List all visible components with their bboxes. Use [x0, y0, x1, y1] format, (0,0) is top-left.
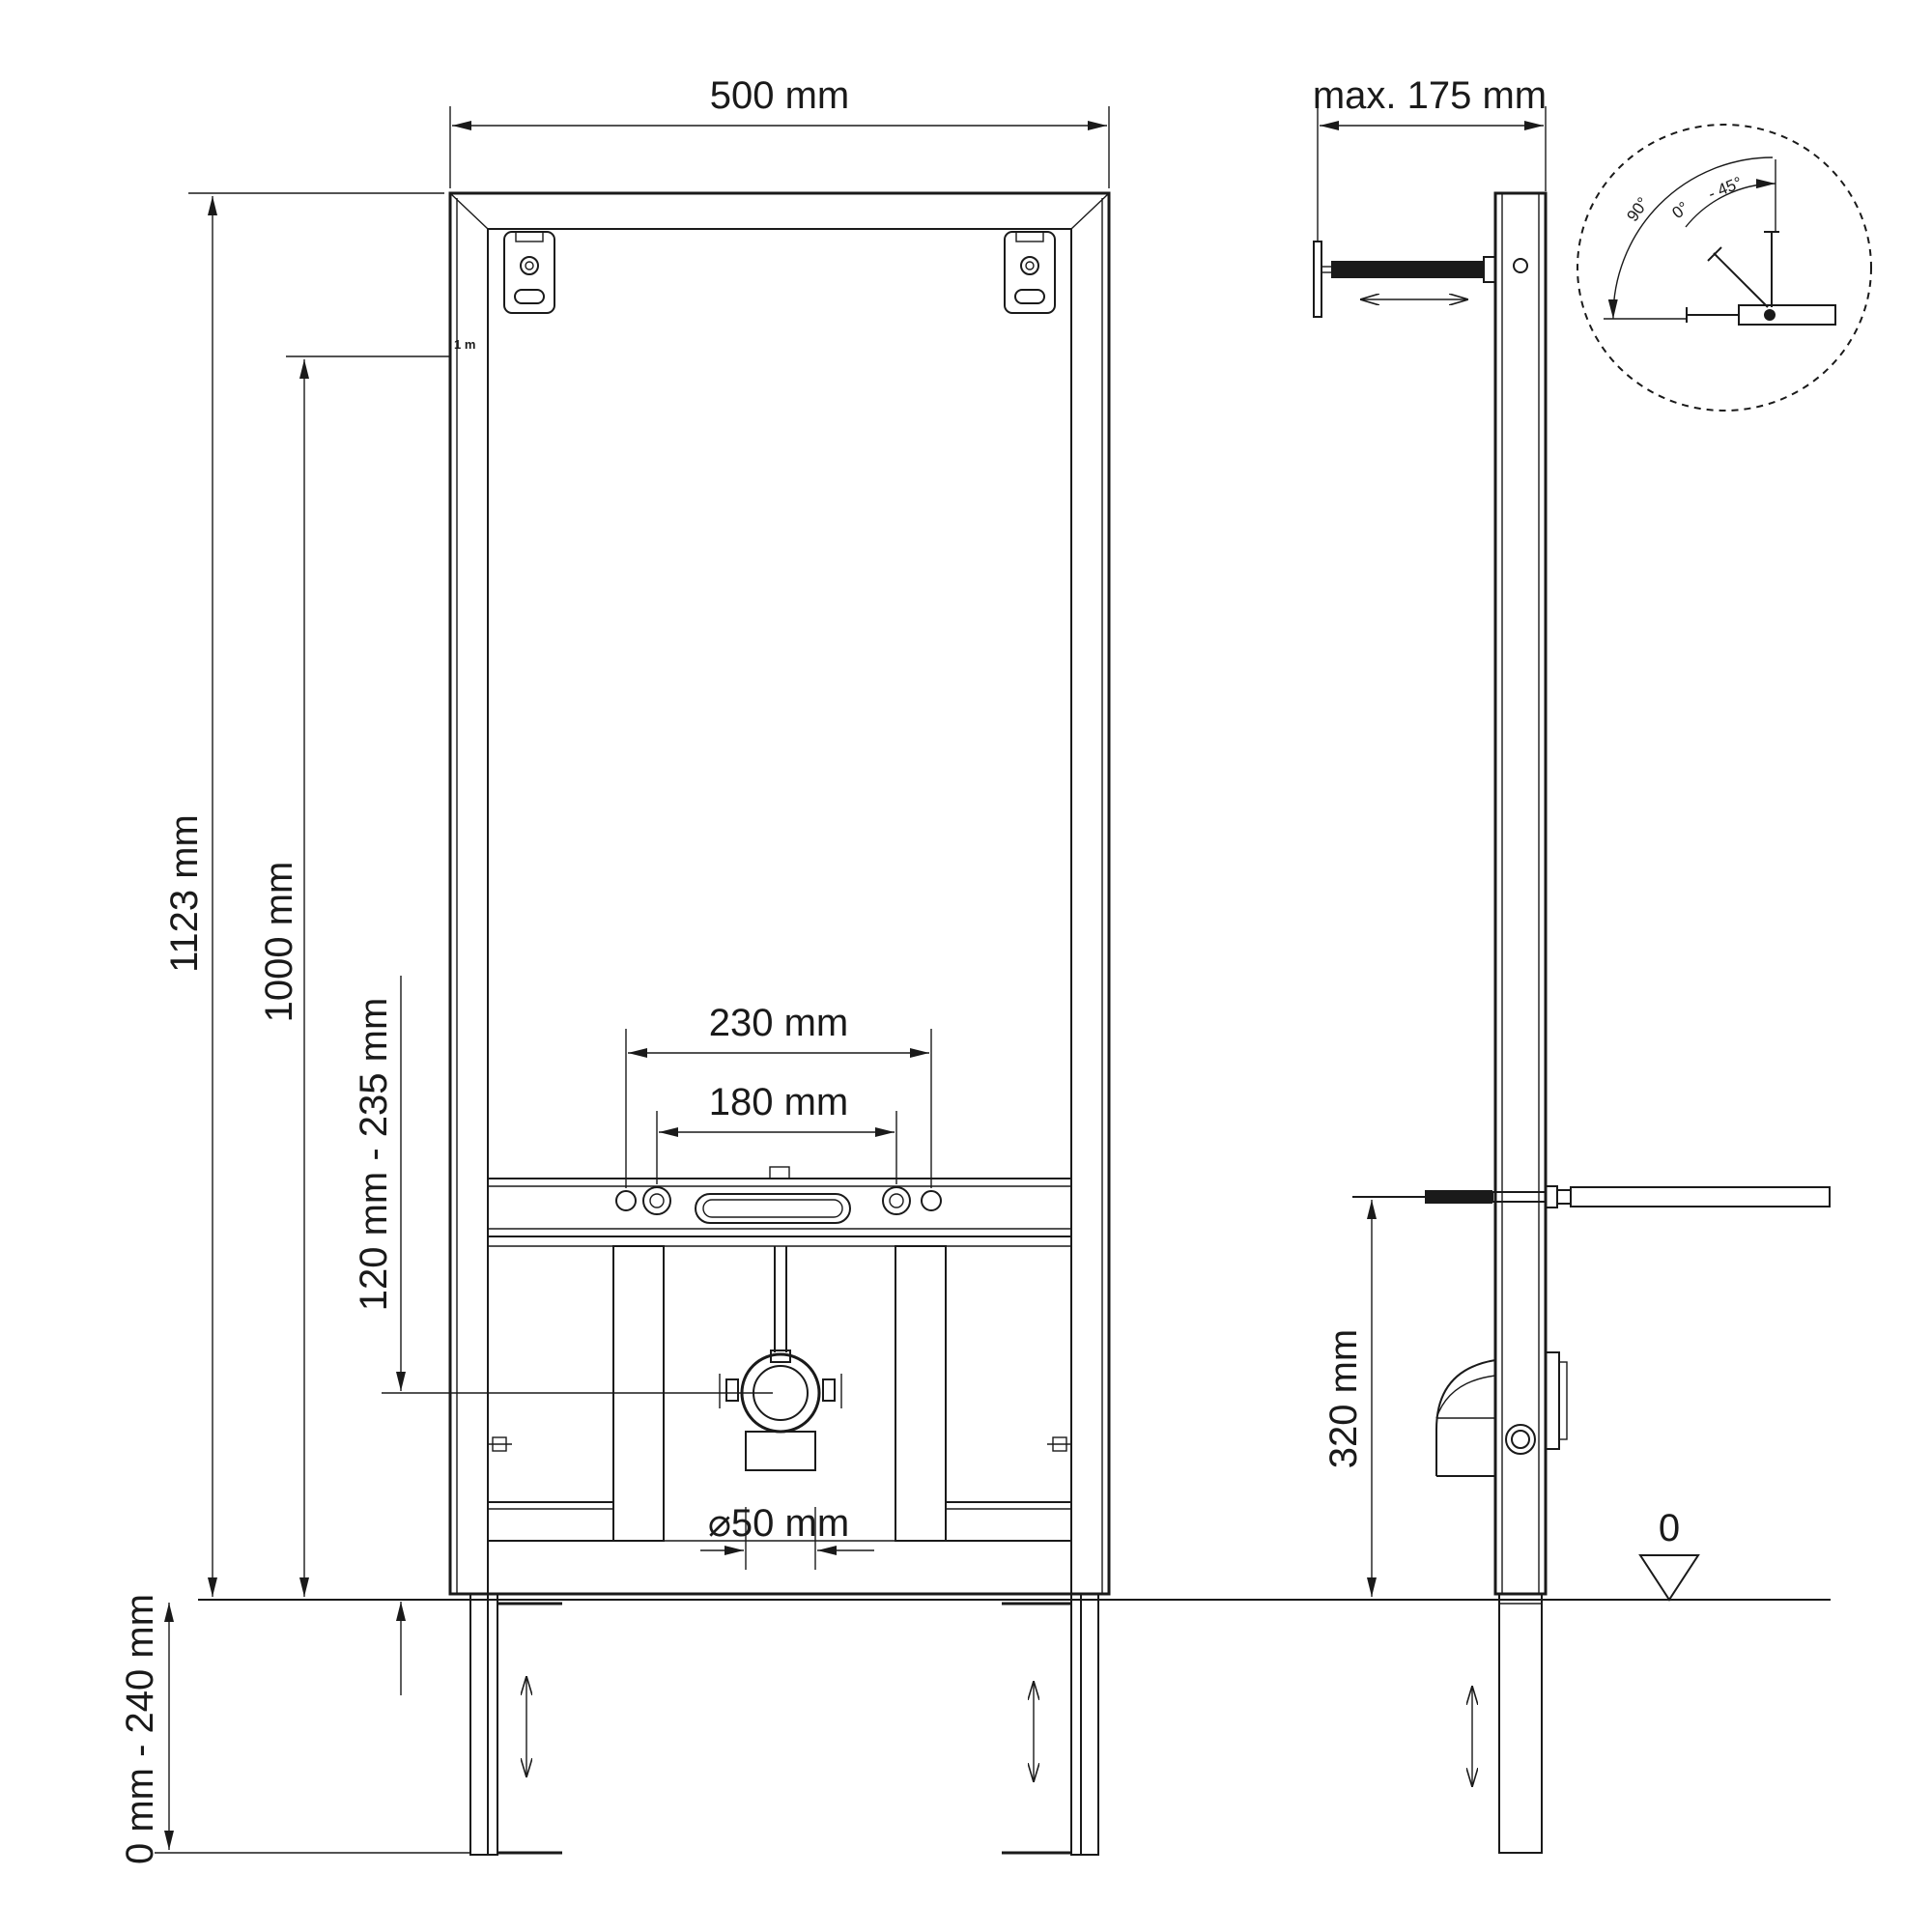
fixing-height-label: 320 mm [1322, 1329, 1365, 1469]
fitting-crossbar [487, 1166, 1072, 1237]
leg-extension-label: 0 mm - 240 mm [119, 1594, 161, 1864]
angle-detail: 90° 0° - 45° [1577, 124, 1872, 412]
outer-right-hole [921, 1190, 942, 1211]
side-view: max. 175 mm 320 mm 0 [1313, 74, 1831, 1854]
wall-anchor-rod [1313, 241, 1496, 318]
floor-level-label: 0 [1659, 1507, 1680, 1549]
outlet-height-label: 120 mm - 235 mm [353, 998, 395, 1312]
front-legs [469, 1593, 1099, 1856]
max-depth-label: max. 175 mm [1313, 74, 1547, 117]
inner-left-fitting [642, 1186, 671, 1215]
inner-right-fitting [882, 1186, 911, 1215]
fixing-rod [1352, 1185, 1831, 1208]
reference-height-label: 1000 mm [258, 862, 300, 1023]
drain-diameter-label: ⌀50 mm [708, 1502, 849, 1545]
outer-spacing-label: 230 mm [709, 1002, 849, 1044]
angle-45-label: - 45° [1706, 173, 1746, 203]
front-dimensions: 500 mm 1123 mm 1000 mm 120 mm - 235 mm 0… [119, 74, 1110, 1864]
front-view-frame: 1 m [448, 191, 1111, 1856]
lower-supports [487, 1245, 1072, 1542]
floor-level-marker [1638, 1554, 1700, 1602]
total-height-label: 1123 mm [163, 814, 206, 973]
top-left-bracket [503, 231, 555, 314]
outer-left-hole [615, 1190, 637, 1211]
meter-mark-label: 1 m [454, 337, 475, 352]
frame-width-label: 500 mm [710, 74, 850, 117]
top-right-bracket [1004, 231, 1056, 314]
angle-90-label: 90° [1623, 194, 1652, 225]
drain-elbow [1435, 1351, 1568, 1477]
angle-0-label: 0° [1668, 198, 1692, 222]
drain-pipe [719, 1246, 842, 1471]
inner-spacing-label: 180 mm [709, 1081, 849, 1123]
